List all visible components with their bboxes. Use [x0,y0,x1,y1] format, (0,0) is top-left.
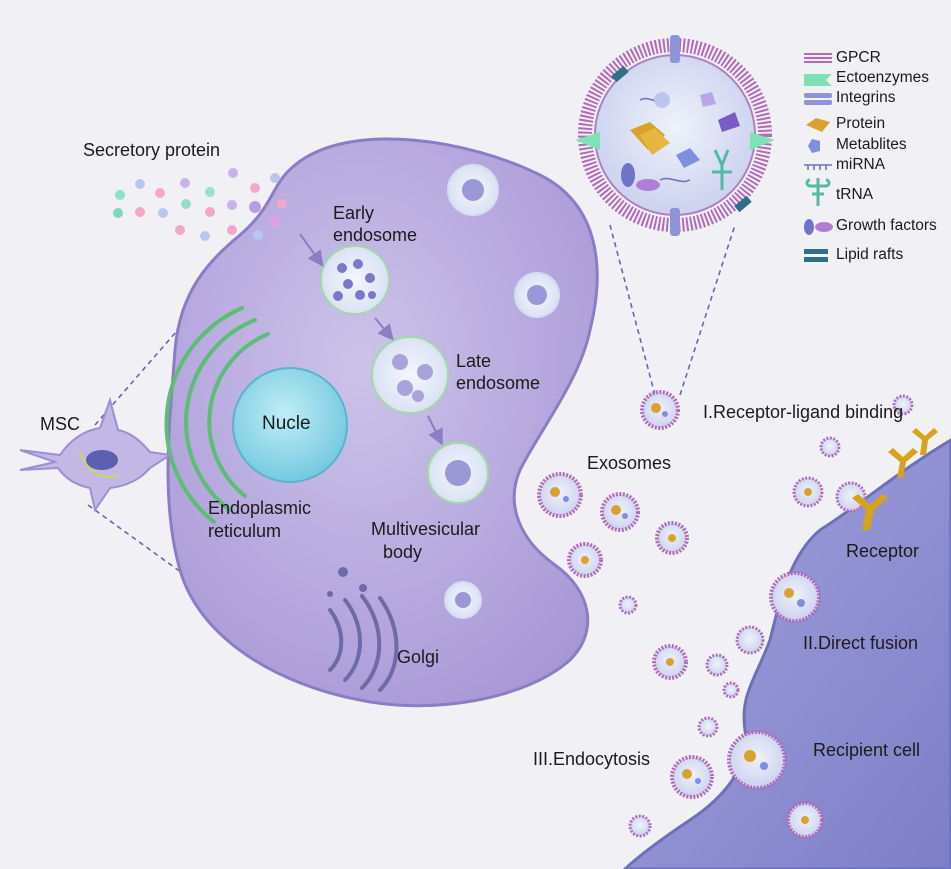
legend-label-mirna: miRNA [836,156,886,173]
secretory-protein-label: Secretory protein [83,140,221,160]
late-endosome-label-line1: Late [456,351,492,371]
multivesicular-body-shape [427,442,489,504]
small-exosomes [537,390,914,839]
multivesicular-body-label-line2: body [383,542,423,562]
nucleus-label: Nucle [262,413,311,434]
early-endosome-label-line2: endosome [333,225,418,245]
legend-label-ectoenzymes: Ectoenzymes [836,69,930,86]
late-endosome-label-line2: endosome [456,373,541,393]
exosomes-label: Exosomes [587,453,672,473]
recipient-cell-label: Recipient cell [813,740,921,760]
endocytosis-label: III.Endocytosis [533,749,651,769]
multivesicular-body-label-line1: Multivesicular [371,519,481,539]
receptor-ligand-label: I.Receptor-ligand binding [703,402,904,422]
legend-item-ectoenzymes: Ectoenzymes [802,68,951,90]
legend-label-integrins: Integrins [836,89,896,106]
legend-item-gpcr: GPCR [802,48,951,70]
legend-item-growth-factors: Growth factors [802,216,951,238]
legend-label-trna: tRNA [836,186,874,203]
golgi-shape [327,567,399,692]
cell-vesicles [444,164,560,619]
receptor-label: Receptor [846,541,920,561]
msc-small-cell [19,396,173,513]
integrins-icon [804,93,832,105]
legend-item-protein: Protein [802,114,951,136]
arrow-late-to-mvb [427,415,443,446]
mirna-icon [804,164,832,170]
msc-label: MSC [40,414,80,434]
endoplasmic-reticulum-label: Endoplasmic reticulum [208,497,311,543]
trna-icon [805,178,831,206]
early-endosome-shape [320,245,390,315]
legend-label-gpcr: GPCR [836,49,881,66]
arrow-to-early-endosome [299,233,324,267]
endoplasmic-reticulum-label-line2: reticulum [208,521,282,541]
legend-label-protein: Protein [836,115,886,132]
lipid-rafts-icon [804,249,828,262]
receptor-shapes [852,428,938,530]
legend-item-mirna: miRNA [802,155,951,177]
legend-item-integrins: Integrins [802,88,951,110]
msc-cell-body [166,137,599,708]
legend-label-metabolites: Metablites [836,136,907,153]
legend-item-lipid-rafts: Lipid rafts [802,245,951,267]
legend-item-metabolites: Metablites [802,135,951,157]
secretory-protein-dots [113,168,287,241]
early-endosome-label-line1: Early [333,203,375,223]
multivesicular-body-label: Multivesicular body [371,518,480,564]
ectoenzymes-icon [804,74,832,86]
direct-fusion-label: II.Direct fusion [803,633,919,653]
late-endosome-shape [371,336,449,414]
exosome-zoom [575,35,775,236]
growth-factors-icon [804,219,833,235]
legend-label-lipid-rafts: Lipid rafts [836,246,904,263]
legend-label-growth-factors: Growth factors [836,217,937,234]
nucleus-shape [232,367,348,483]
recipient-cell-body [622,438,951,869]
legend: GPCR Ectoenzymes Integrins Protein Metab… [802,48,951,288]
late-endosome-label: Late endosome [456,350,540,394]
protein-icon [806,118,830,132]
golgi-label: Golgi [397,647,440,667]
endoplasmic-reticulum-label-line1: Endoplasmic [208,498,312,518]
gpcr-icon [804,53,832,63]
endoplasmic-reticulum-shape [164,306,270,524]
metabolites-icon [808,139,820,153]
zoom-line-exo-right [679,224,736,396]
zoom-line-exo-left [609,224,656,396]
arrow-early-to-late [374,317,394,341]
legend-item-trna: tRNA [802,178,951,210]
early-endosome-label: Early endosome [333,202,417,246]
